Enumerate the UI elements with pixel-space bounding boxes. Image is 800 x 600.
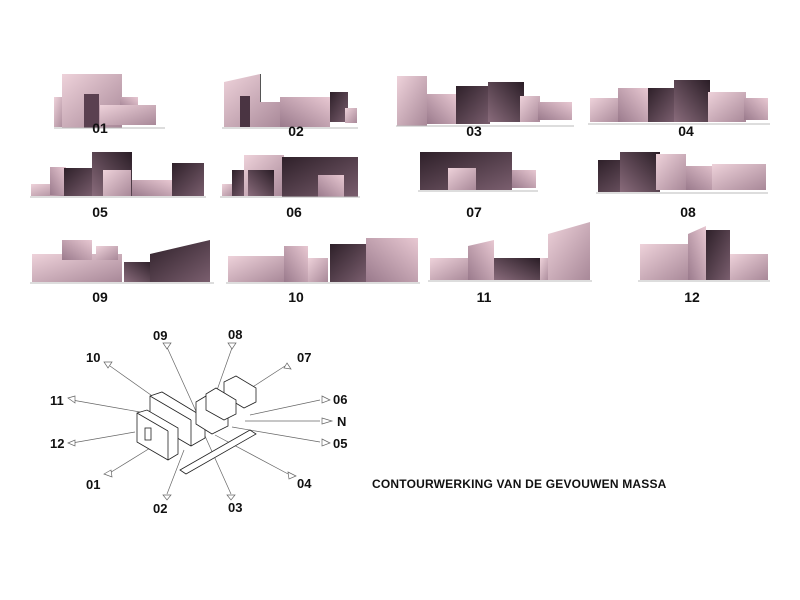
view-07-massing — [418, 152, 538, 192]
viewpoint-label-04: 04 — [297, 476, 312, 491]
viewpoint-label-12: 12 — [50, 436, 65, 451]
viewpoint-label-07: 07 — [297, 350, 312, 365]
viewpoint-label-11: 11 — [50, 393, 64, 408]
view-label-06: 06 — [286, 204, 302, 220]
view-label-04: 04 — [678, 123, 694, 139]
diagram-title: CONTOURWERKING VAN DE GEVOUWEN MASSA — [372, 477, 667, 491]
view-06-massing — [220, 155, 360, 198]
view-09-massing — [30, 240, 214, 284]
view-label-12: 12 — [684, 289, 700, 305]
view-label-09: 09 — [92, 289, 108, 305]
view-03-massing — [396, 76, 574, 127]
view-08-massing — [596, 152, 768, 194]
viewpoint-label-06: 06 — [333, 392, 348, 407]
view-label-08: 08 — [680, 204, 696, 220]
viewpoint-label-08: 08 — [228, 327, 243, 342]
view-12-massing — [638, 226, 770, 282]
view-label-10: 10 — [288, 289, 304, 305]
site-building-axonometric — [136, 375, 257, 475]
north-label: N — [337, 414, 347, 429]
view-label-03: 03 — [466, 123, 482, 139]
viewpoint-label-05: 05 — [333, 436, 348, 451]
viewpoint-label-09: 09 — [153, 328, 168, 343]
view-label-01: 01 — [92, 120, 108, 136]
view-10-massing — [226, 238, 420, 284]
viewpoint-label-03: 03 — [228, 500, 243, 515]
viewpoint-label-01: 01 — [86, 477, 101, 492]
view-label-11: 11 — [476, 289, 492, 305]
view-label-05: 05 — [92, 204, 108, 220]
view-11-massing — [428, 222, 592, 282]
viewpoint-label-10: 10 — [86, 350, 101, 365]
viewpoint-label-02: 02 — [153, 501, 168, 516]
view-label-02: 02 — [288, 123, 304, 139]
view-01-massing — [54, 74, 165, 129]
view-04-massing — [588, 80, 770, 125]
view-02-massing — [222, 74, 358, 129]
view-05-massing — [30, 152, 206, 198]
site-plan — [67, 342, 334, 501]
viewpoint-lines — [67, 342, 334, 501]
view-label-07: 07 — [466, 204, 482, 220]
